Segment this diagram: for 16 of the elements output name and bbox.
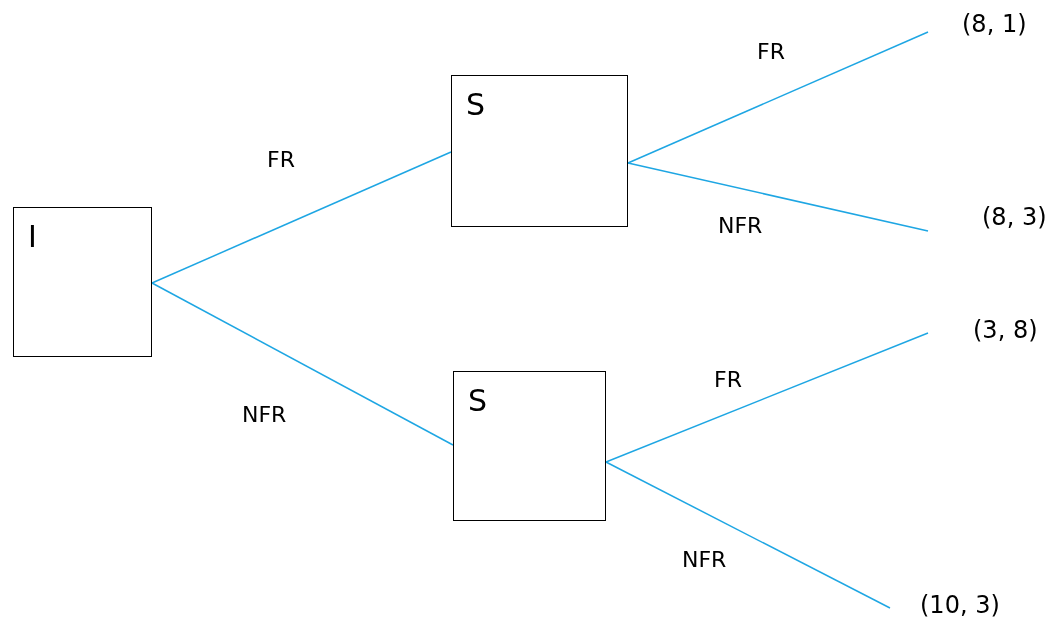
player-label: S	[466, 90, 486, 120]
branch-line	[151, 151, 452, 284]
player-box	[451, 75, 628, 227]
payoff-text: (3, 8)	[928, 318, 1058, 348]
branch-line	[627, 162, 929, 232]
player-label: I	[28, 222, 37, 252]
branch-line	[151, 282, 454, 446]
branch-line	[627, 31, 929, 164]
branch-line	[605, 332, 929, 463]
player-box	[13, 207, 152, 357]
player-label: S	[468, 386, 488, 416]
payoff-text: (10, 3)	[890, 593, 1024, 623]
player-box	[453, 371, 606, 521]
branch-line	[605, 461, 891, 609]
payoff-text: (8, 3)	[928, 205, 1062, 235]
payoff-text: (8, 1)	[928, 12, 1046, 42]
